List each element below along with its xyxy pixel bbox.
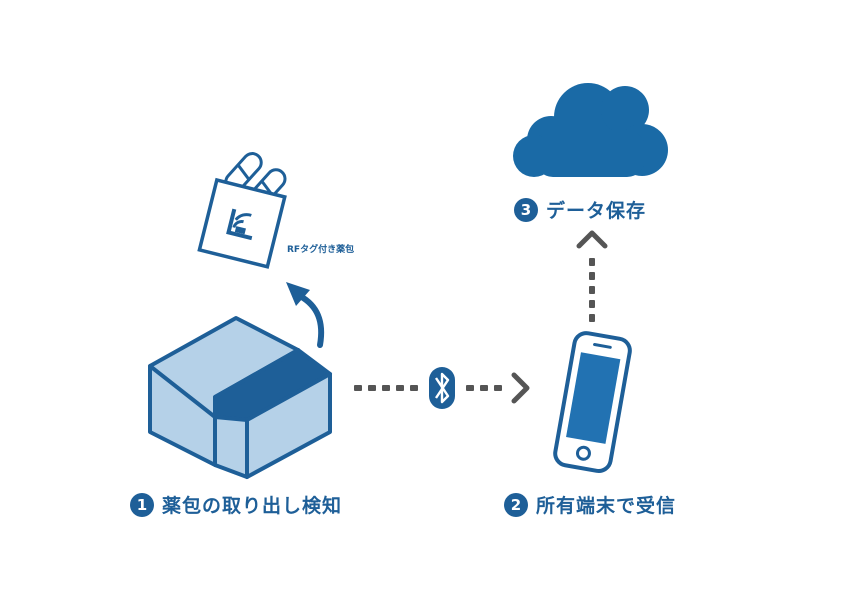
step-1-label: 1 薬包の取り出し検知 bbox=[130, 491, 342, 518]
tag-label: RFタグ付き薬包 bbox=[287, 245, 355, 255]
arrow-right-icon bbox=[511, 372, 530, 404]
upload-line bbox=[589, 258, 595, 322]
step-2-label: 2 所有端末で受信 bbox=[504, 491, 676, 518]
step-1-number: 1 bbox=[130, 492, 154, 517]
arrow-up-icon bbox=[576, 230, 608, 249]
medicine-box-icon bbox=[148, 316, 332, 479]
step-3-number: 3 bbox=[514, 197, 538, 222]
cloud-icon bbox=[513, 83, 668, 177]
step-3-label: 3 データ保存 bbox=[514, 196, 646, 223]
step-1-text: 薬包の取り出し検知 bbox=[162, 495, 343, 517]
pickup-arrow bbox=[286, 282, 325, 348]
bluetooth-icon bbox=[429, 367, 455, 409]
step-2-text: 所有端末で受信 bbox=[536, 495, 677, 517]
step-2-number: 2 bbox=[504, 492, 528, 517]
smartphone-icon bbox=[553, 331, 632, 473]
rfid-tag-icon bbox=[226, 208, 253, 241]
step-3-text: データ保存 bbox=[546, 200, 647, 222]
medicine-packet-icon bbox=[197, 152, 287, 269]
connection-line bbox=[354, 385, 502, 391]
